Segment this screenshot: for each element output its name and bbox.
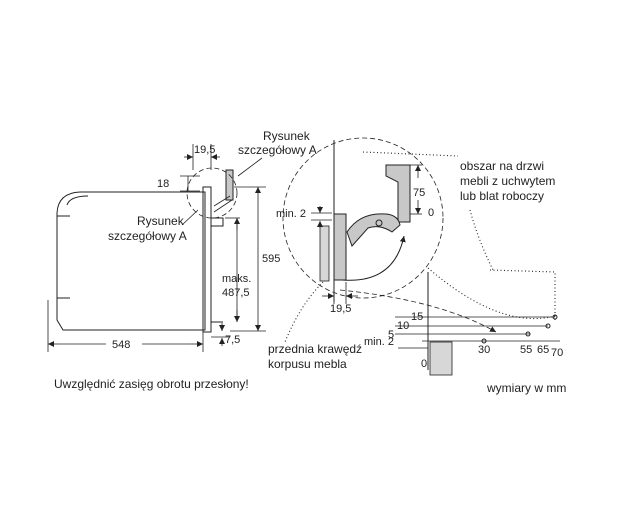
swing-path — [339, 289, 497, 333]
dim-19-5-top-label: 19,5 — [194, 144, 215, 156]
dim-75-label: 75 — [413, 187, 425, 199]
front-edge-label-2: korpusu mebla — [268, 357, 347, 371]
dim-7-5-label: 7,5 — [225, 334, 240, 346]
scale-bottom-65: 65 — [537, 344, 549, 356]
detail-front-panel — [333, 213, 347, 281]
door-area-label-2: mebli z uchwytem — [460, 174, 555, 188]
oven-body-outline — [56, 191, 206, 331]
oven-vent — [66, 195, 89, 206]
detail-a-left-label-2: szczegółowy A — [108, 229, 187, 243]
dim-595: 595 — [230, 186, 280, 332]
dim-18-label: 18 — [157, 178, 169, 190]
mounting-bracket — [225, 169, 234, 201]
oven-handle — [210, 217, 224, 227]
dim-19-5-bottom-label: 19,5 — [330, 303, 351, 315]
dim-7-5: 7,5 — [211, 323, 240, 346]
rotation-arrow — [341, 235, 406, 281]
detail-a-left-label-1: Rysunek — [137, 214, 185, 228]
detail-a-top-label-2: szczegółowy A — [238, 143, 317, 157]
dim-max-label-2: 487,5 — [222, 287, 250, 299]
swing-arc-dotted — [427, 267, 556, 320]
dim-min2-detail-label: min. 2 — [276, 208, 306, 220]
detail-hinge-arm — [346, 213, 401, 247]
door-area-label-3: lub blat roboczy — [460, 189, 544, 203]
swing-scale: 15 10 5 min. 2 0 30 55 65 70 — [339, 267, 563, 376]
scale-bottom-55: 55 — [520, 344, 532, 356]
scale-bottom-0: 0 — [421, 358, 427, 370]
front-edge-label-1: przednia krawędź — [268, 342, 362, 356]
detail-bracket — [385, 164, 411, 223]
detail-a-circle — [282, 137, 444, 299]
scale-left-5: 5 — [388, 329, 394, 341]
dim-548: 548 — [47, 300, 204, 352]
dim-0-detail-label: 0 — [428, 207, 434, 219]
scale-left-10: 10 — [397, 320, 409, 332]
dim-18: 18 — [157, 175, 200, 192]
detail-a-top-label-1: Rysunek — [263, 129, 311, 143]
scale-left-min2: min. 2 — [364, 336, 394, 348]
detail-a-zoom: 75 0 min. 2 19,5 — [276, 137, 444, 315]
door-area-label-1: obszar na drzwi — [460, 159, 544, 173]
dim-595-label: 595 — [262, 253, 280, 265]
scale-left-15: 15 — [411, 311, 423, 323]
dim-548-label: 548 — [112, 339, 130, 351]
dim-max-label-1: maks. — [222, 273, 251, 285]
oven-front-panel — [202, 186, 212, 333]
detail-a-marker — [186, 167, 238, 219]
scale-bottom-70: 70 — [551, 347, 563, 359]
scale-bottom-30: 30 — [478, 344, 490, 356]
detail-furniture-edge — [319, 225, 330, 282]
note-rotation: Uwzględnić zasięg obrotu przesłony! — [54, 377, 249, 391]
units-label: wymiary w mm — [486, 381, 566, 395]
oven-side-view — [56, 169, 234, 333]
dim-max: maks. 487,5 — [222, 217, 251, 322]
scale-wall — [429, 341, 453, 376]
dim-19-5-top: 19,5 — [184, 144, 220, 170]
